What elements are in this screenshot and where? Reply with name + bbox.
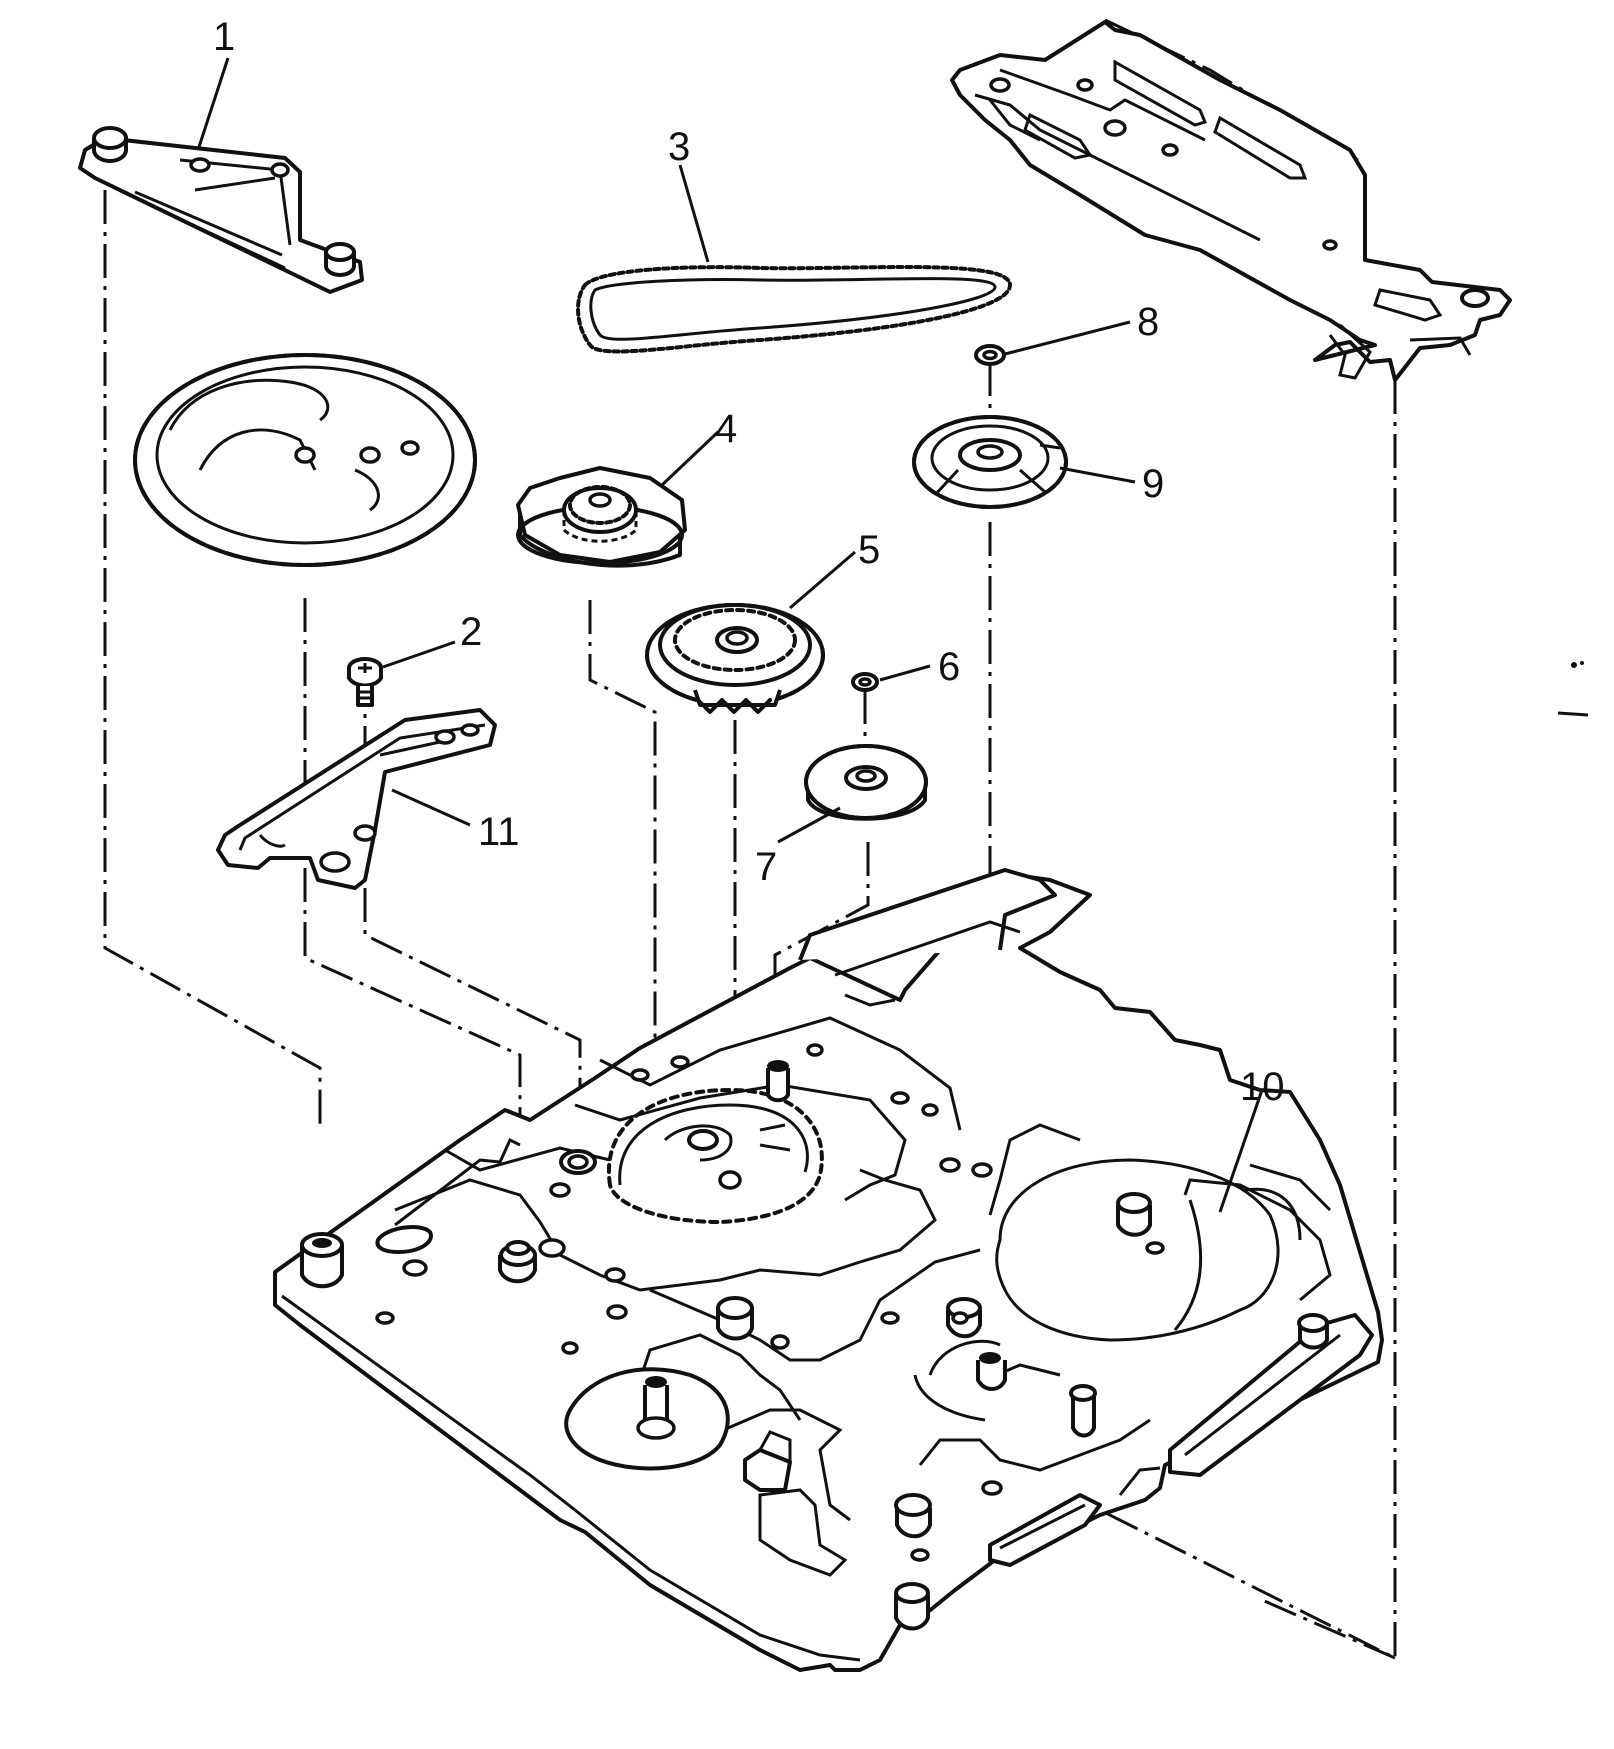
part-6-washer <box>851 672 879 692</box>
callout-9: 9 <box>1142 462 1164 506</box>
callout-10: 10 <box>1240 1065 1285 1109</box>
part-4-pulley-gear <box>516 466 687 568</box>
callout-leader-lines <box>196 57 1264 1213</box>
scan-marks <box>1557 661 1589 717</box>
callout-4: 4 <box>715 407 737 451</box>
part-2-screw <box>347 657 383 707</box>
callout-3: 3 <box>668 125 690 169</box>
callout-5: 5 <box>858 528 880 572</box>
base-posts-and-holes <box>300 1043 1329 1631</box>
part-9-gear <box>912 415 1068 509</box>
callout-7: 7 <box>755 845 777 889</box>
large-cam-gear <box>133 353 477 567</box>
callout-1: 1 <box>213 15 235 59</box>
part-11-slide-plate <box>216 708 497 890</box>
callout-2: 2 <box>460 610 482 654</box>
base-internal-gear <box>606 1088 824 1224</box>
part-1-lever-plate <box>78 126 364 294</box>
part-10-base-chassis <box>273 868 1384 1672</box>
callout-11: 11 <box>478 810 520 854</box>
part-5-compound-gear <box>645 603 825 714</box>
callout-labels: 1 2 3 4 5 6 7 8 9 10 11 <box>213 15 1285 1109</box>
top-right-slide-plate <box>950 20 1512 382</box>
part-3-timing-belt <box>576 265 1012 354</box>
callout-8: 8 <box>1137 300 1159 344</box>
part-8-washer <box>974 344 1006 366</box>
part-7-small-gear <box>804 744 928 821</box>
callout-6: 6 <box>938 645 960 689</box>
